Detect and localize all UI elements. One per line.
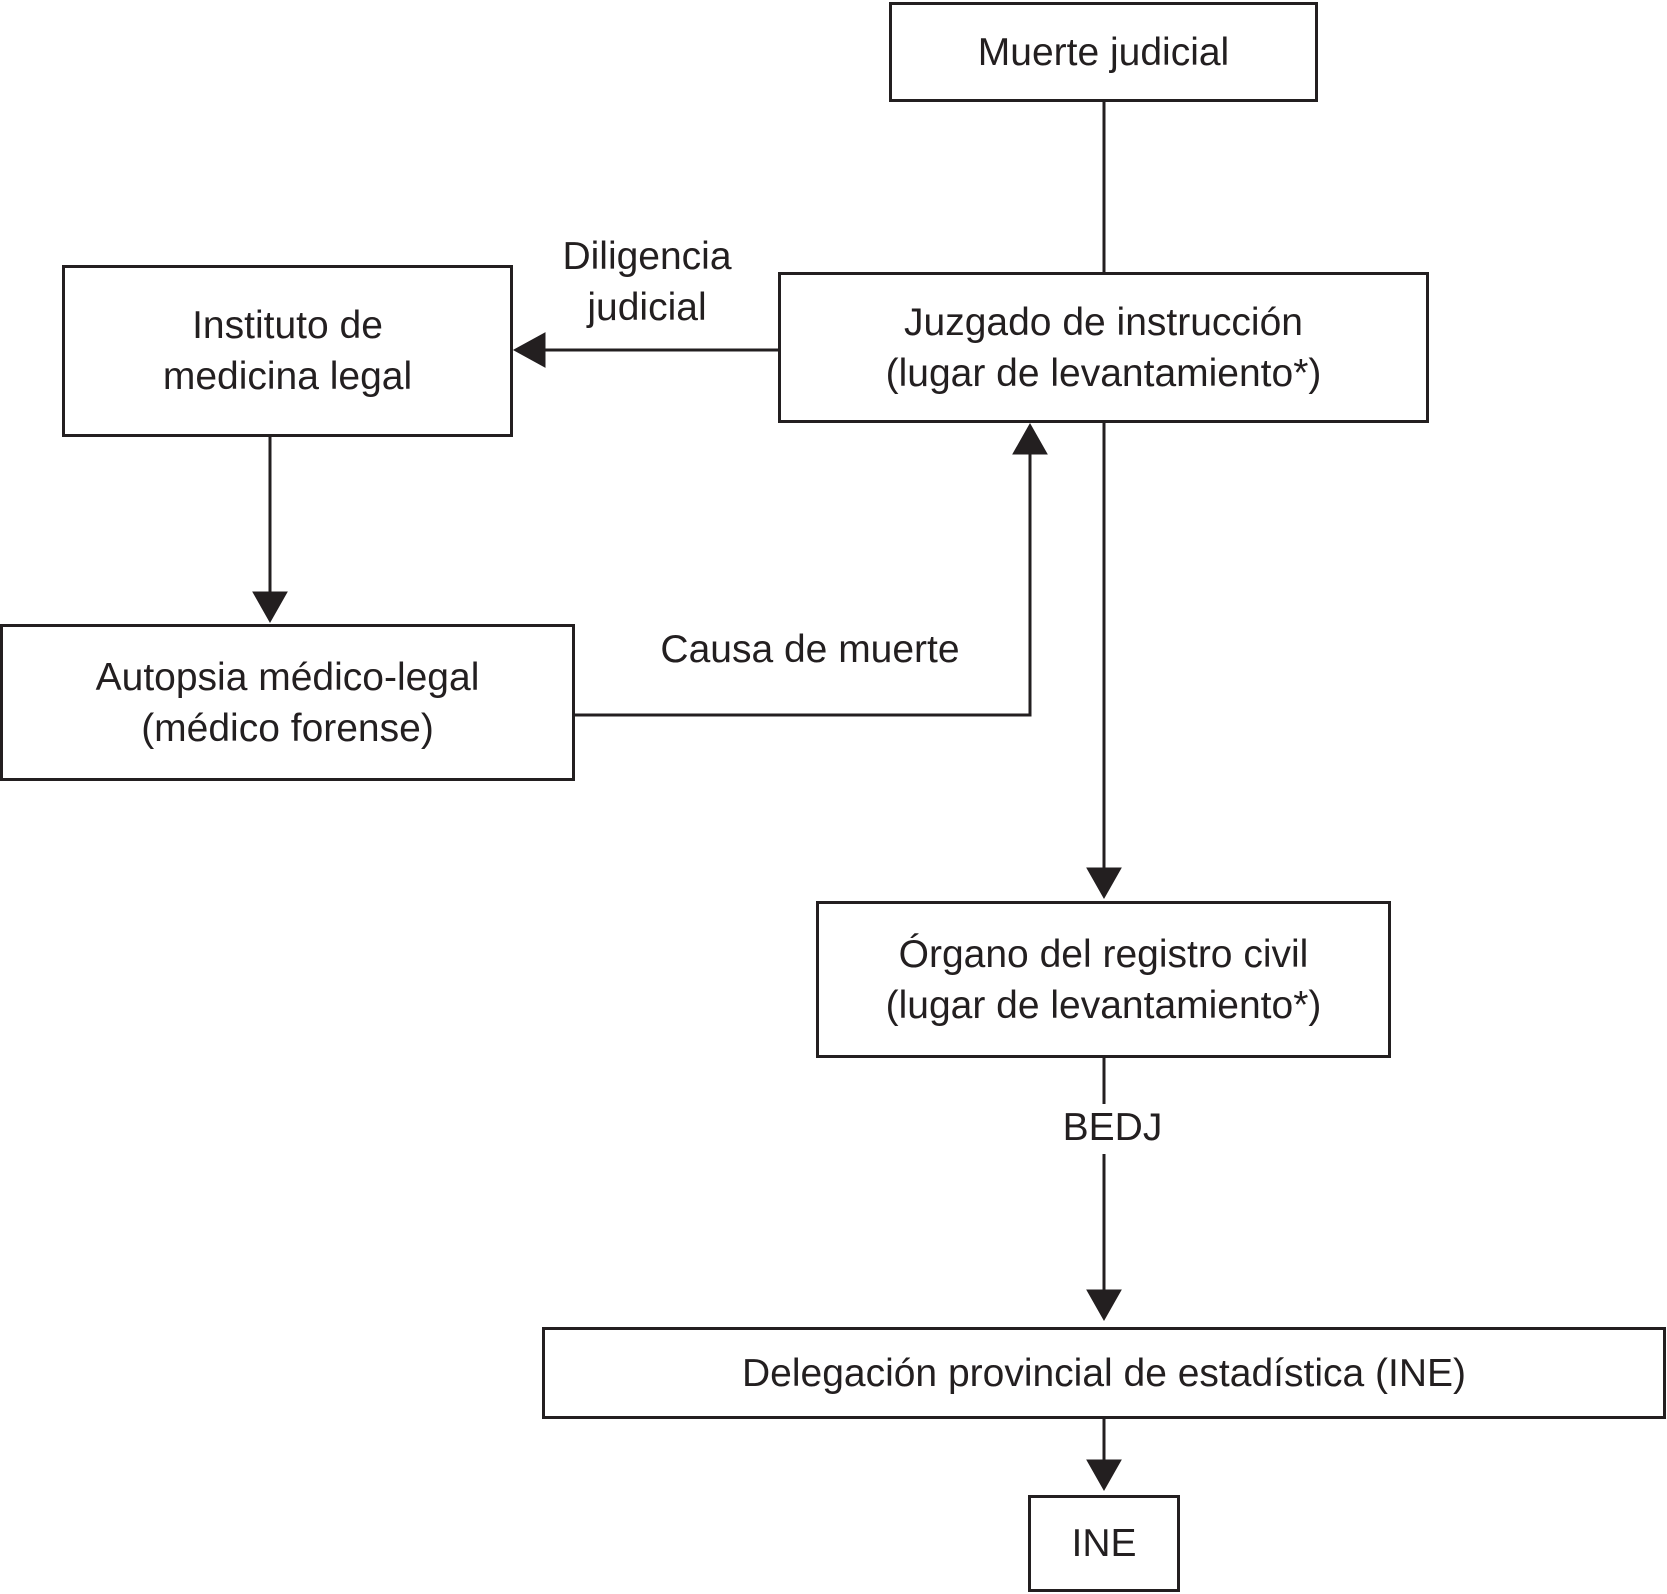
node-delegacion-provincial: Delegación provincial de estadística (IN… xyxy=(542,1327,1666,1419)
node-instituto-line-2: medicina legal xyxy=(162,355,413,398)
node-juzgado-de-instruccion: Juzgado de instrucción (lugar de levanta… xyxy=(778,272,1429,423)
edge-label-diligencia-line-1: Diligencia xyxy=(562,235,732,278)
edge-autopsia-to-juzgado xyxy=(574,454,1032,717)
edge-label-causa-line-1: Causa de muerte xyxy=(660,628,960,671)
edge-label-diligencia-line-2: judicial xyxy=(587,286,707,329)
node-juzgado-line-1: Juzgado de instrucción xyxy=(904,300,1303,344)
node-registro-line-2: (lugar de levantamiento*) xyxy=(885,983,1322,1027)
node-muerte-judicial: Muerte judicial xyxy=(889,2,1318,102)
node-autopsia-line-2: (médico forense) xyxy=(141,706,434,750)
arrowhead-to-autopsia xyxy=(252,591,288,624)
node-registro-line-1: Órgano del registro civil xyxy=(898,932,1309,976)
edge-label-diligencia-judicial: Diligencia judicial xyxy=(547,231,747,333)
edge-label-bedj-line-1: BEDJ xyxy=(1062,1106,1163,1149)
node-autopsia-medico-legal: Autopsia médico-legal (médico forense) xyxy=(0,624,575,781)
arrowhead-to-registro xyxy=(1086,867,1122,900)
arrowhead-to-juzgado xyxy=(1012,422,1048,455)
node-instituto-line-1: Instituto de xyxy=(192,304,383,347)
node-instituto-medicina-legal: Instituto de medicina legal xyxy=(62,265,513,437)
arrowhead-to-ine xyxy=(1086,1459,1122,1492)
node-autopsia-line-1: Autopsia médico-legal xyxy=(95,655,480,699)
node-muerte-judicial-line-1: Muerte judicial xyxy=(977,30,1230,74)
node-ine-line-1: INE xyxy=(1071,1522,1137,1565)
edge-label-causa-de-muerte: Causa de muerte xyxy=(630,624,990,675)
node-ine: INE xyxy=(1028,1495,1180,1592)
edge-label-bedj: BEDJ xyxy=(1040,1102,1185,1153)
arrowhead-to-delegacion xyxy=(1086,1289,1122,1322)
node-delegacion-line-1: Delegación provincial de estadística (IN… xyxy=(741,1351,1466,1395)
arrowhead-to-instituto xyxy=(512,332,546,368)
node-juzgado-line-2: (lugar de levantamiento*) xyxy=(885,351,1322,395)
node-registro-civil: Órgano del registro civil (lugar de leva… xyxy=(816,901,1391,1058)
